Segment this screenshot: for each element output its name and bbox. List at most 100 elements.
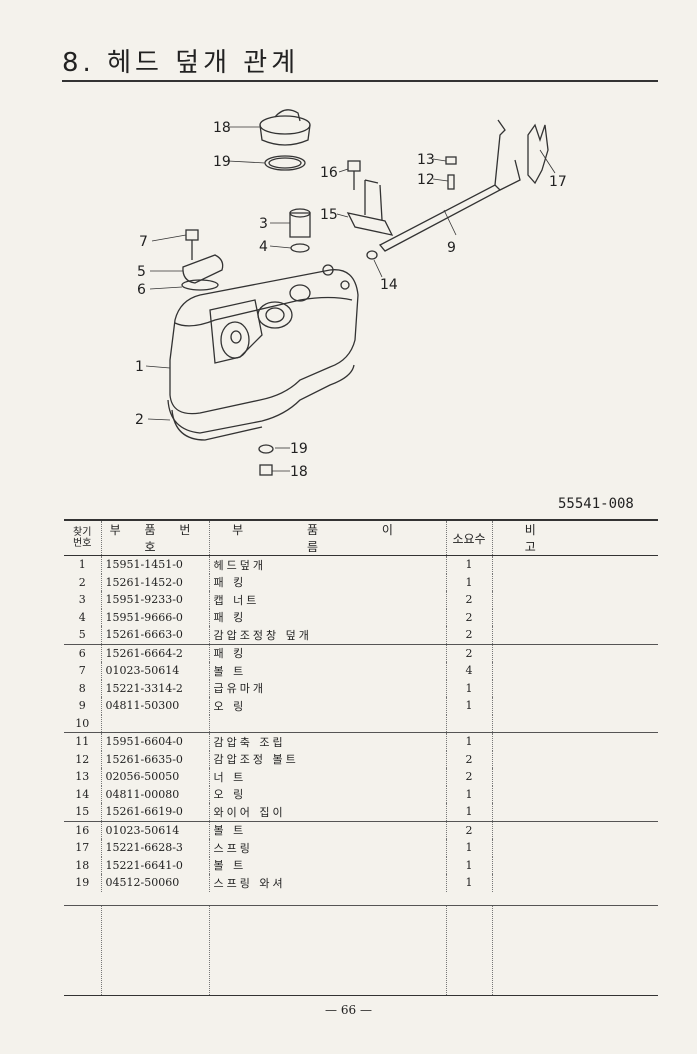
row-part-name: 감압조정창 덮개: [208, 626, 446, 644]
row-remarks: [491, 679, 658, 697]
callout-11: 9: [447, 240, 456, 256]
row-qty: 2: [445, 626, 492, 644]
row-no: 19: [75, 876, 90, 890]
row-no: 18: [75, 858, 90, 872]
row-remarks: [491, 732, 658, 751]
table-bottom-rule: [64, 905, 658, 906]
row-qty: [445, 714, 492, 733]
row-part-name: 감압조정 볼트: [208, 750, 446, 768]
row-no: 7: [78, 664, 86, 678]
row-part-number: 01023-50614: [100, 820, 209, 839]
row-part-name: 오 링: [208, 697, 446, 715]
callout-19: 19: [290, 441, 308, 457]
row-part-number: 15951-1451-0: [100, 555, 209, 574]
row-qty: 1: [445, 679, 492, 697]
row-part-name: 캡 너트: [208, 591, 446, 609]
row-part-number: 15951-9666-0: [100, 608, 209, 626]
callout-18: 18: [290, 464, 308, 480]
row-part-name: 감압축 조립: [208, 732, 446, 751]
row-no: 1: [78, 558, 86, 572]
row-part-name: 스프링: [208, 839, 446, 857]
title-rule: [62, 80, 658, 82]
row-no: 11: [64, 732, 101, 751]
header-part-name: 부 품 이 름: [208, 519, 446, 556]
callout-16: 16: [320, 165, 338, 181]
row-part-name: 스프링 와셔: [208, 874, 446, 892]
row-qty: 1: [445, 573, 492, 591]
packing-4: [290, 243, 310, 253]
callout-17: 17: [549, 174, 567, 190]
row-part-name: 와이어 집이: [208, 803, 446, 821]
row-part-name: 볼 트: [208, 662, 446, 680]
row-part-number: 15951-9233-0: [100, 591, 209, 609]
row-qty: 1: [445, 803, 492, 821]
row-no: 10: [75, 716, 90, 730]
row-part-number: [100, 714, 209, 733]
bolt-12: [447, 174, 455, 190]
callout-2: 2: [135, 412, 144, 428]
callout-6: 6: [137, 282, 146, 298]
drawing-number: 55541-008: [558, 496, 634, 512]
row-qty: 2: [445, 768, 492, 786]
callout-8: 18: [213, 120, 231, 136]
row-remarks: [491, 714, 658, 733]
callout-13: 13: [417, 152, 435, 168]
row-part-number: 15951-6604-0: [100, 732, 209, 751]
row-remarks: [491, 662, 658, 680]
row-remarks: [491, 874, 658, 892]
page-end-rule: [64, 995, 658, 996]
row-no: 12: [75, 752, 90, 766]
row-part-number: 15221-6628-3: [100, 839, 209, 857]
row-remarks: [491, 856, 658, 874]
row-part-number: 04811-50300: [100, 697, 209, 715]
gasket: [167, 364, 355, 434]
row-part-name: 패 킹: [208, 643, 446, 662]
row-qty: 2: [445, 591, 492, 609]
row-qty: 2: [445, 820, 492, 839]
row-part-name: 볼 트: [208, 856, 446, 874]
row-no: 16: [64, 820, 101, 839]
row-no: 3: [78, 593, 86, 607]
row-part-number: 04811-00080: [100, 785, 209, 803]
row-qty: 1: [445, 697, 492, 715]
bolt-16: [347, 160, 361, 172]
row-qty: 1: [445, 785, 492, 803]
callout-1: 1: [135, 359, 144, 375]
row-qty: 2: [445, 608, 492, 626]
row-remarks: [491, 608, 658, 626]
row-remarks: [491, 697, 658, 715]
row-no: 8: [78, 681, 86, 695]
row-part-number: 02056-50050: [100, 768, 209, 786]
row-no: 5: [78, 628, 86, 642]
header-part-number: 부 품 번 호: [100, 519, 209, 556]
row-remarks: [491, 839, 658, 857]
row-remarks: [491, 555, 658, 574]
page-title: 8. 헤드 덮개 관계: [62, 48, 300, 78]
row-qty: 1: [445, 874, 492, 892]
callout-5: 5: [137, 264, 146, 280]
header-remarks: 비 고: [491, 519, 658, 556]
row-part-number: 15261-1452-0: [100, 573, 209, 591]
header-qty: 소요수: [445, 519, 492, 556]
plate: [182, 254, 224, 284]
bolt-7: [185, 229, 199, 241]
row-no: 2: [78, 575, 86, 589]
head-cover-top: [174, 296, 353, 327]
row-part-number: 15221-6641-0: [100, 856, 209, 874]
row-no: 15: [75, 805, 90, 819]
row-qty: 2: [445, 643, 492, 662]
callout-15: 15: [320, 207, 338, 223]
